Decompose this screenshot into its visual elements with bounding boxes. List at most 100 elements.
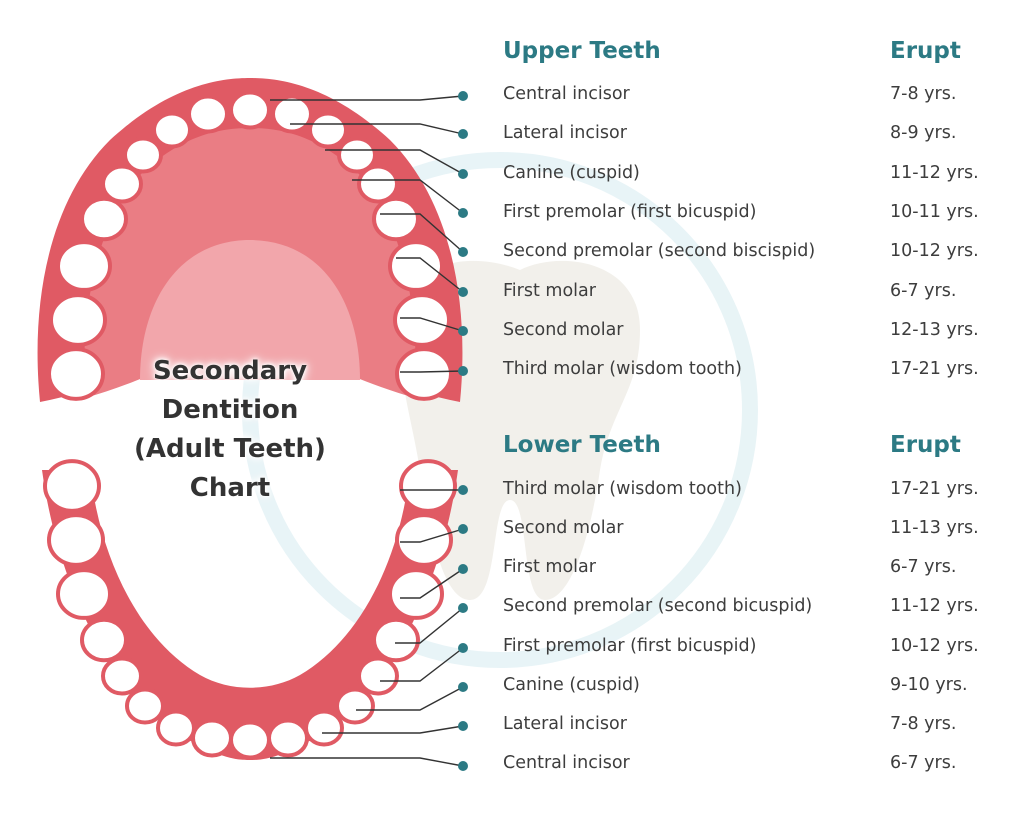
erupt-age: 11-13 yrs. — [890, 518, 979, 538]
list-item: Second molar 12-13 yrs. — [503, 320, 1003, 344]
title-line: Secondary — [152, 356, 308, 386]
tooth-name: First molar — [503, 557, 596, 577]
tooth-icon — [267, 718, 309, 758]
list-item: First premolar (first bicuspid) 10-12 yrs… — [503, 636, 1003, 660]
lower-arch — [42, 470, 458, 760]
leader-dot — [458, 761, 468, 771]
tooth-icon — [80, 196, 128, 242]
teeth-group — [43, 90, 457, 760]
tooth-name: Canine (cuspid) — [503, 675, 640, 695]
upper-teeth-heading: Upper Teeth — [503, 38, 661, 64]
list-item: Third molar (wisdom tooth) 17-21 yrs. — [503, 479, 1003, 503]
leader-line — [322, 725, 464, 734]
lower-teeth-heading: Lower Teeth — [503, 432, 661, 458]
leader-dot — [458, 524, 468, 534]
tooth-icon — [388, 240, 444, 292]
list-item: Canine (cuspid) 9-10 yrs. — [503, 675, 1003, 699]
leader-line — [380, 213, 464, 253]
tooth-name: Third molar (wisdom tooth) — [503, 479, 742, 499]
tooth-name: First premolar (first bicuspid) — [503, 636, 757, 656]
leader-dot — [458, 485, 468, 495]
leader-dot — [458, 169, 468, 179]
list-item: Canine (cuspid)11-12 yrs. — [503, 163, 1003, 187]
leader-dot — [458, 564, 468, 574]
leader-dot — [458, 326, 468, 336]
list-item: First molar 6-7 yrs. — [503, 281, 1003, 305]
title-line: Dentition — [161, 395, 299, 425]
tooth-icon — [395, 513, 453, 567]
leader-line — [270, 95, 464, 101]
tooth-icon — [101, 164, 143, 204]
tooth-icon — [43, 459, 101, 513]
tooth-icon — [271, 94, 313, 134]
tooth-name: Second molar — [503, 518, 624, 538]
leader-lines — [270, 91, 468, 771]
erupt-age: 10-12 yrs. — [890, 636, 979, 656]
erupt-age: 17-21 yrs. — [890, 479, 979, 499]
tooth-icon — [56, 240, 112, 292]
tooth-icon — [125, 687, 165, 725]
list-item: Third molar (wisdom tooth) 17-21 yrs. — [503, 359, 1003, 383]
erupt-age: 12-13 yrs. — [890, 320, 979, 340]
list-item: First premolar (first bicuspid) 10-11 yrs… — [503, 202, 1003, 226]
title-line: Chart — [189, 473, 271, 503]
leader-dot — [458, 247, 468, 257]
erupt-age: 11-12 yrs. — [890, 596, 979, 616]
tooth-icon — [388, 568, 444, 620]
leader-line — [400, 317, 464, 332]
erupt-age: 7-8 yrs. — [890, 84, 957, 104]
tooth-name: Lateral incisor — [503, 123, 627, 143]
tooth-icon — [47, 513, 105, 567]
list-item: Lateral incisor 8-9 yrs. — [503, 123, 1003, 147]
leader-line — [400, 568, 464, 599]
tooth-icon — [308, 111, 348, 149]
tooth-icon — [395, 347, 453, 401]
erupt-age: 8-9 yrs. — [890, 123, 957, 143]
leader-dot — [458, 129, 468, 139]
leader-line — [400, 370, 464, 373]
tooth-icon — [152, 111, 192, 149]
leader-line — [356, 686, 464, 711]
tooth-name: Second molar — [503, 320, 624, 340]
erupt-age: 10-11 yrs. — [890, 202, 979, 222]
leader-line — [325, 149, 464, 175]
leader-dot — [458, 366, 468, 376]
tooth-icon — [156, 709, 196, 747]
erupt-age: 10-12 yrs. — [890, 241, 979, 261]
tooth-name: First molar — [503, 281, 596, 301]
chart-title: Secondary Dentition (Adult Teeth) Chart — [110, 352, 350, 508]
erupt-age: 7-8 yrs. — [890, 714, 957, 734]
list-item: Second premolar (second biscispid) 10-12 … — [503, 241, 1003, 265]
leader-line — [290, 123, 464, 135]
erupt-age: 6-7 yrs. — [890, 557, 957, 577]
tooth-icon — [304, 709, 344, 747]
erupt-age: 6-7 yrs. — [890, 281, 957, 301]
tooth-icon — [229, 90, 271, 130]
tooth-icon — [56, 568, 112, 620]
tooth-icon — [191, 718, 233, 758]
leader-line — [380, 647, 464, 682]
leader-line — [396, 257, 464, 293]
tooth-icon — [357, 656, 399, 696]
tooth-icon — [372, 196, 420, 242]
leader-line — [352, 179, 464, 214]
tooth-icon — [399, 459, 457, 513]
tooth-name: Central incisor — [503, 753, 630, 773]
erupt-age: 9-10 yrs. — [890, 675, 968, 695]
tooth-name: Second premolar (second biscispid) — [503, 241, 816, 261]
erupt-age: 17-21 yrs. — [890, 359, 979, 379]
leader-dot — [458, 721, 468, 731]
list-item: Second premolar (second bicuspid)11-12 y… — [503, 596, 1003, 620]
leader-dot — [458, 91, 468, 101]
erupt-age: 11-12 yrs. — [890, 163, 979, 183]
tooth-icon — [80, 617, 128, 663]
leader-dot — [458, 603, 468, 613]
tooth-name: First premolar (first bicuspid) — [503, 202, 757, 222]
tooth-icon — [335, 687, 375, 725]
tooth-name: Third molar (wisdom tooth) — [503, 359, 742, 379]
tooth-icon — [393, 293, 451, 347]
